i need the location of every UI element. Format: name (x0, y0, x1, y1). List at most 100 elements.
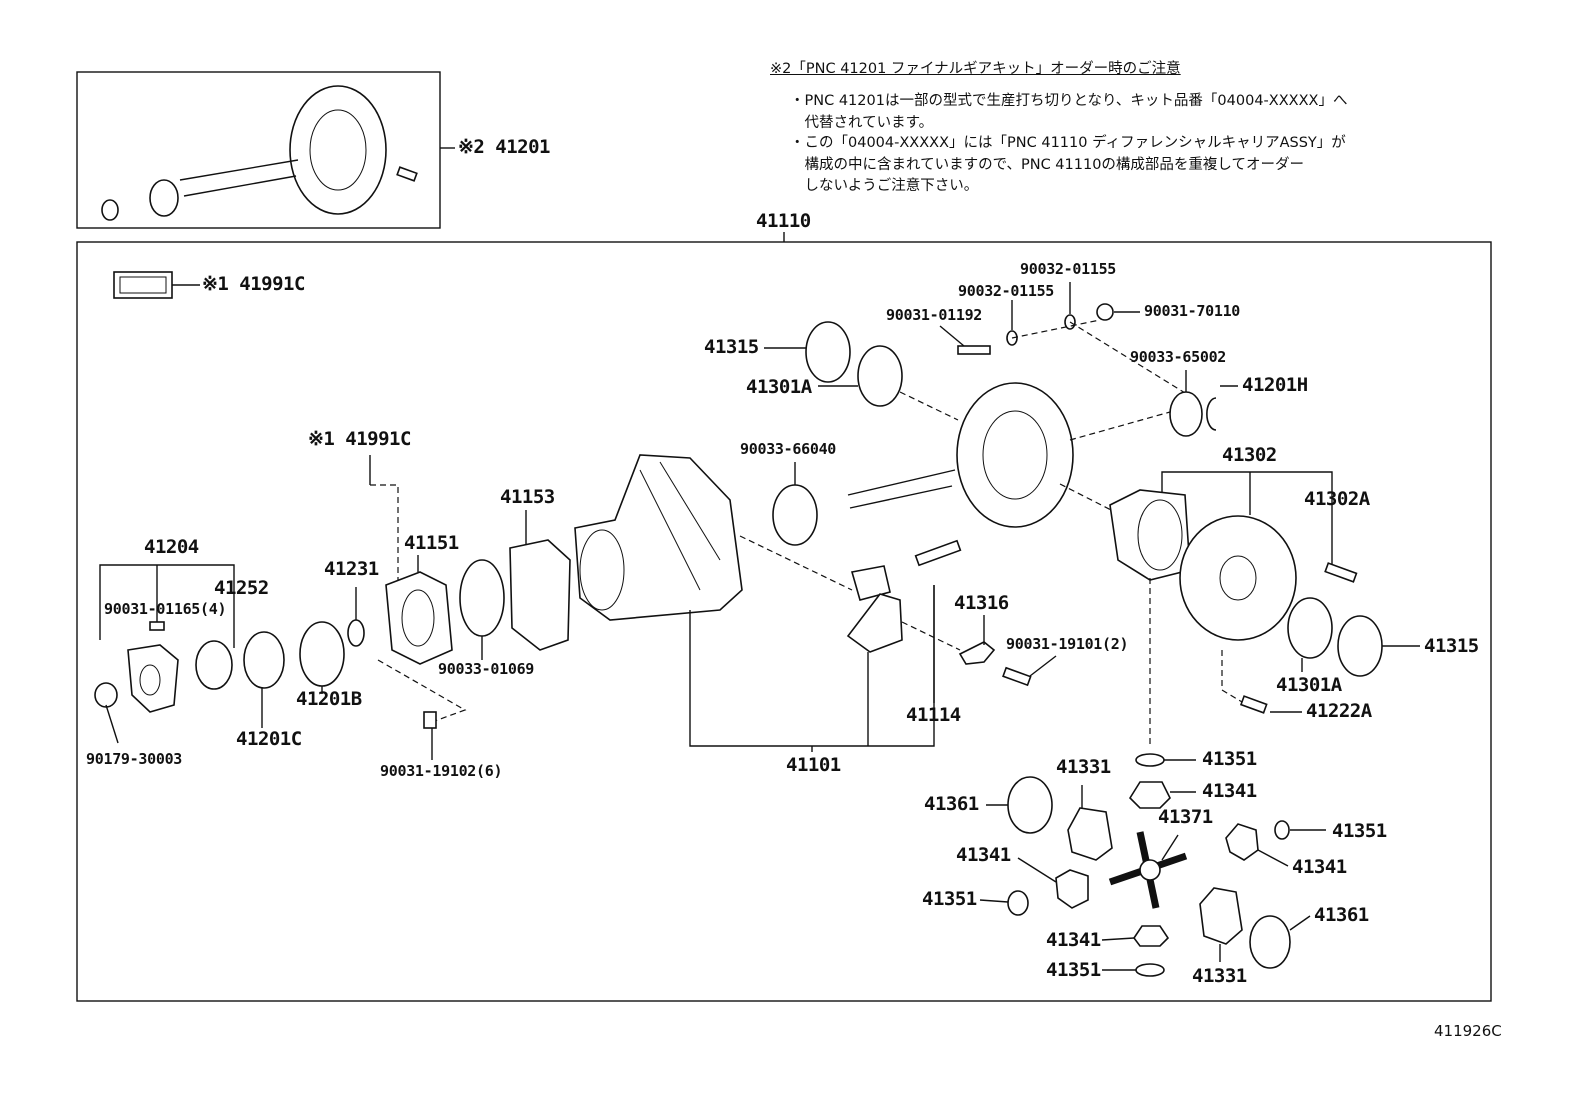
note-line-3: ・この「04004-XXXXX」には「PNC 41110 ディファレンシャルキャ… (790, 135, 1346, 151)
part-label: 41341 (956, 844, 1011, 866)
part-label: 90031-01165(4) (104, 600, 227, 618)
part-label: 41110 (756, 210, 811, 232)
part-label: 41302A (1304, 488, 1370, 510)
bearing-cap-icon (846, 539, 962, 653)
side-bearing-right-icon (1287, 597, 1333, 659)
part-label: 41101 (786, 754, 841, 776)
washer-41351-right-icon (1274, 820, 1290, 840)
diff-case-icon (1109, 489, 1297, 641)
part-label: 90031-19101(2) (1006, 635, 1129, 653)
part-label: 41201B (296, 688, 362, 710)
leader-41341-d (1101, 937, 1135, 941)
part-label: 41371 (1158, 806, 1213, 828)
dash-nut (1069, 321, 1191, 397)
part-label: 41361 (1314, 904, 1369, 926)
side-bearing-top-icon (857, 345, 903, 407)
part-label: ※1 41991C (202, 273, 305, 295)
washer-41351-left-icon (1007, 890, 1029, 916)
dash-diff (1059, 483, 1116, 513)
dash-41991C (370, 484, 399, 580)
part-label: 41351 (1332, 820, 1387, 842)
part-label: 41315 (1424, 635, 1479, 657)
gasket-41991C-icon (113, 271, 200, 299)
part-label: 41351 (922, 888, 977, 910)
part-label: 41114 (906, 704, 961, 726)
part-label: 41331 (1192, 965, 1247, 987)
leader-90031-01192 (939, 325, 965, 347)
pinion-41341-left-icon (1055, 869, 1089, 909)
leader-90179 (105, 704, 119, 744)
part-label: 90031-19102(6) (380, 762, 503, 780)
side-gear-41331-left-icon (1067, 807, 1113, 861)
leader-41351-b (979, 899, 1009, 903)
part-label: 90032-01155 (1020, 260, 1117, 278)
part-label: 41331 (1056, 756, 1111, 778)
leader-41341-c (1257, 849, 1289, 867)
bearing-retainer-icon (385, 571, 453, 665)
part-label: 41341 (1292, 856, 1347, 878)
part-label: 41341 (1046, 929, 1101, 951)
bolt-41302A-icon (1324, 562, 1358, 583)
part-label: 41316 (954, 592, 1009, 614)
bolt-01192-icon (957, 345, 991, 355)
leader-41361-b (1289, 915, 1311, 931)
companion-flange-icon (94, 619, 365, 713)
leader-41204 (99, 564, 235, 648)
note-line-5: しないようご注意下さい。 (790, 178, 979, 194)
dash-41316 (901, 621, 961, 651)
pinion-41341-right-icon (1225, 823, 1259, 861)
washer-41351-bottom-icon (1135, 963, 1165, 977)
kit-frame (76, 71, 441, 229)
part-label: 90179-30003 (86, 750, 183, 768)
part-label: 41231 (324, 558, 379, 580)
part-label: 41301A (746, 376, 812, 398)
part-label: 41361 (924, 793, 979, 815)
dash-41222A (1221, 650, 1243, 703)
part-label: 41153 (500, 486, 555, 508)
o-ring-icon (459, 559, 505, 637)
pinion-bearing-icon (772, 484, 818, 546)
note-line-1: ・PNC 41201は一部の型式で生産打ち切りとなり、キット品番「04004-X… (790, 93, 1348, 109)
bolt-19102-icon (423, 711, 437, 729)
gasket-41153-icon (509, 539, 571, 651)
carrier-housing-icon (574, 454, 743, 621)
figure-id: 411926C (1434, 1022, 1502, 1040)
ring-gear-kit-icon (101, 85, 418, 221)
side-gear-41331-right-icon (1199, 887, 1243, 945)
part-label: 41302 (1222, 444, 1277, 466)
leader-41371 (1161, 834, 1179, 861)
nut-70110-icon (1096, 303, 1114, 321)
thrust-washer-41361-left-icon (1007, 776, 1053, 834)
note-title: ※2「PNC 41201 ファイナルギアキット」オーダー時のご注意 (770, 61, 1181, 77)
lock-plate-icon (958, 641, 996, 665)
dash-19102 (377, 659, 467, 723)
snap-ring-icon (1206, 397, 1217, 431)
part-label: 90031-01192 (886, 306, 983, 324)
part-label: 41341 (1202, 780, 1257, 802)
part-label: 90033-66040 (740, 440, 837, 458)
part-label: 41301A (1276, 674, 1342, 696)
part-label: 41201C (236, 728, 302, 750)
pin-41222A-icon (1239, 695, 1268, 714)
leader-90031-19101 (1029, 655, 1057, 677)
part-label: 90031-70110 (1144, 302, 1241, 320)
part-label: 41351 (1202, 748, 1257, 770)
thrust-washer-41361-right-icon (1249, 915, 1291, 969)
note-line-4: 構成の中に含まれていますので、PNC 41110の構成部品を重複してオーダー (790, 157, 1304, 173)
part-label: ※2 41201 (458, 136, 551, 158)
part-label: 90033-65002 (1130, 348, 1227, 366)
part-label: 41151 (404, 532, 459, 554)
pinion-41341-bottom-icon (1133, 925, 1170, 947)
part-label: 41201H (1242, 374, 1308, 396)
pinion-shaft-41371-icon (1108, 831, 1188, 909)
dash-ring (899, 391, 959, 421)
part-label: 41351 (1046, 959, 1101, 981)
bearing-65002-icon (1169, 391, 1203, 437)
leader-41302 (1161, 471, 1333, 565)
pinion-41341-top-icon (1128, 781, 1171, 809)
note-line-2: 代替されています。 (790, 115, 934, 131)
part-label: 90033-01069 (438, 660, 535, 678)
washer-41351-top-icon (1135, 753, 1165, 767)
adjusting-nut-icon (805, 321, 851, 383)
